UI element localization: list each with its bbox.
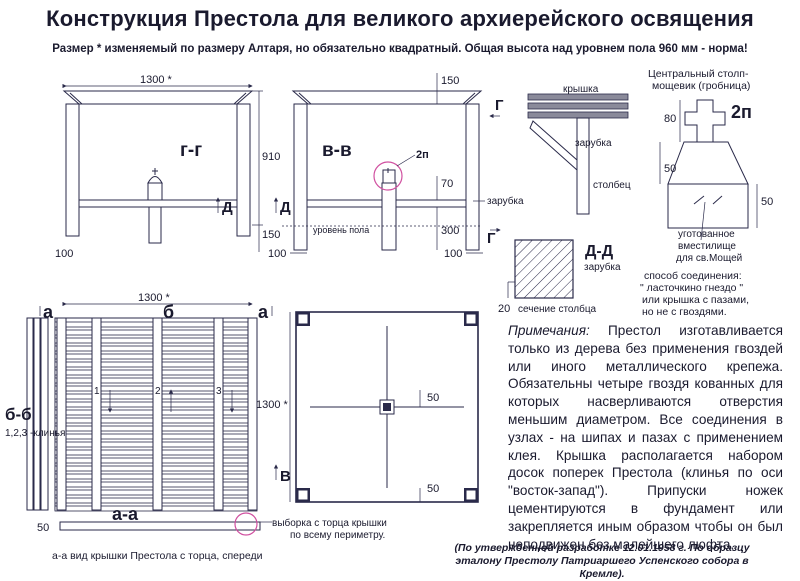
detail-mark-g2: Г	[487, 230, 496, 247]
dd-section-hatch	[514, 239, 574, 299]
dd-notch-label: зарубка	[584, 261, 621, 273]
post-dim-80: 80	[664, 113, 676, 125]
post-dim-50b: 50	[761, 196, 773, 208]
view-gg: 1300 * г-г Д	[62, 74, 254, 244]
vv-center-post	[381, 182, 397, 251]
notes-block: Примечания: Престол изготавливается толь…	[508, 322, 783, 553]
vv-dim-100a: 100	[268, 248, 286, 260]
dd-section-label: сечение столбца	[518, 303, 597, 315]
vv-dim-300: 300	[441, 225, 459, 237]
top-aa-label: а-а	[112, 504, 139, 524]
top-side-sub: 1,2,3 -клинья	[5, 428, 65, 439]
post-note-1: уготованное	[678, 229, 735, 240]
gg-tabletop	[62, 90, 254, 105]
vv-callout-circle	[373, 161, 403, 191]
vv-leg-left	[293, 103, 308, 251]
joint-line-1: способ соединения:	[644, 270, 742, 282]
vv-label: в-в	[322, 140, 352, 161]
post-dim-50a: 50	[664, 163, 676, 175]
groove-line-1: выборка с торца крышки	[272, 517, 387, 529]
gg-reliquary-icon	[147, 168, 163, 201]
vv-dim-910: 910	[262, 151, 280, 163]
vv-dim-70: 70	[441, 178, 453, 190]
top-bottom-caption: а-а вид крышки Престола с торца, спереди	[52, 550, 263, 562]
gg-width-dim: 1300 *	[140, 74, 173, 86]
vv-notch-label: зарубка	[487, 195, 524, 207]
plan-mark-v: В	[280, 468, 291, 485]
page-title: Конструкция Престола для великого архиер…	[46, 6, 754, 31]
central-post-detail: Центральный столп- мощевик (гробница) 2п…	[648, 68, 773, 264]
joint-line-3: или крышка с пазами,	[642, 294, 749, 306]
plan-view: 1300 * 50 50 В	[256, 311, 479, 503]
top-mark-a1: а	[43, 302, 54, 322]
top-side-label: б-б	[5, 405, 32, 424]
gg-label: г-г	[180, 140, 202, 161]
plan-height-dim: 1300 *	[256, 399, 289, 411]
gg-crossbar	[78, 199, 238, 208]
groove-circle	[234, 512, 258, 536]
groove-line-2: по всему периметру.	[290, 530, 385, 541]
dd-label: Д-Д	[585, 243, 614, 260]
plan-dim-50a: 50	[427, 392, 439, 404]
approval-note: (По утвержденной разработке 12.01.1958 г…	[454, 542, 750, 580]
top-dim-50: 50	[37, 522, 49, 534]
detail-lid-label: крышка	[563, 84, 599, 95]
joint-line-2: " ласточкино гнездо "	[640, 282, 743, 294]
top-width-dim: 1300 *	[138, 292, 171, 304]
notes-text: Престол изготавливается только из дерева…	[508, 323, 783, 552]
top-mark-b: б	[163, 302, 174, 322]
vv-leg-right	[465, 103, 480, 251]
post-callout: 2п	[731, 102, 752, 122]
gg-center-post	[148, 206, 162, 244]
detail-mark-g1: Г	[495, 97, 504, 114]
wedge-2-label: 2	[155, 386, 161, 397]
section-dd: Д-Д зарубка 20 сечение столбца	[498, 239, 621, 315]
plan-dim-50b: 50	[427, 483, 439, 495]
detail-post-label: столбец	[593, 179, 631, 191]
vv-dim-150b: 150	[262, 229, 280, 241]
vv-callout: 2п	[416, 149, 429, 161]
post-cross-icon	[684, 99, 726, 143]
wedge-3-label: 3	[216, 386, 222, 397]
view-vv: 2п в-в Д уровень пола 910 150 150 70 300…	[55, 73, 524, 260]
post-title-2: мощевик (гробница)	[652, 80, 750, 92]
notes-heading: Примечания:	[508, 323, 590, 338]
post-note-2: вместилище	[678, 241, 736, 252]
gg-leg-left	[65, 103, 80, 237]
vv-dim-100b: 100	[444, 248, 462, 260]
gg-section-mark: Д	[222, 199, 233, 216]
gg-leg-right	[236, 103, 251, 237]
top-view-planks: 1300 * а б а 1 2 3 б-б 1,2,3 -клинья а-а…	[5, 292, 387, 562]
dd-dim-20: 20	[498, 303, 510, 315]
vv-floor-label: уровень пола	[313, 225, 369, 235]
vv-dim-150: 150	[441, 75, 459, 87]
post-note-3: для св.Мощей	[676, 253, 742, 264]
top-mark-a2: а	[258, 302, 269, 322]
joint-note: способ соединения: " ласточкино гнездо "…	[640, 270, 749, 318]
post-title-1: Центральный столп-	[648, 68, 749, 80]
detail-lid-notch: крышка зарубка столбец Г Г	[487, 84, 631, 247]
vv-section-mark: Д	[280, 199, 291, 216]
page-subtitle: Размер * изменяемый по размеру Алтаря, н…	[52, 43, 748, 55]
wedge-1-label: 1	[94, 386, 100, 397]
vv-dim-100c: 100	[55, 248, 73, 260]
joint-line-4: но не с гвоздями.	[642, 306, 727, 318]
vv-tabletop	[291, 90, 483, 105]
detail-notch-label: зарубка	[575, 137, 612, 149]
